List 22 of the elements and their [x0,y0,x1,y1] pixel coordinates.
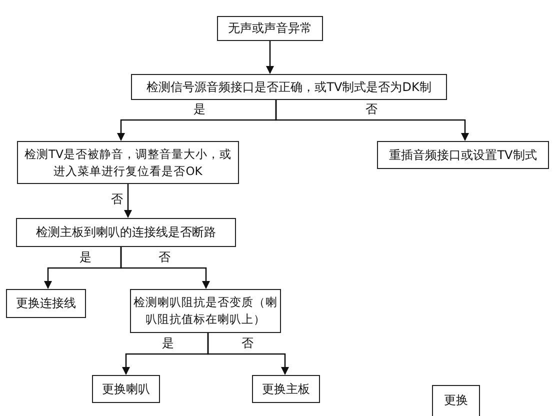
edge-label: 否 [110,192,124,206]
process-box: 更换喇叭 [92,375,160,403]
process-box: 更换连接线 [6,289,86,318]
edge-label: 否 [158,250,172,264]
process-box: 无声或声音异常 [217,16,323,41]
edge-label: 是 [161,336,175,350]
edge-label: 否 [240,336,254,350]
arrow [124,184,132,218]
process-box: 检测喇叭阻抗是否变质（喇叭阻抗值标在喇叭上） [130,289,281,333]
arrow [266,41,274,74]
edge-label: 是 [192,102,206,116]
process-box: 检测主板到喇叭的连接线是否断路 [16,218,236,247]
edge-label: 是 [78,250,92,264]
process-box: 检测信号源音频接口是否正确，或TV制式是否为DK制 [131,74,447,100]
arrow [275,100,469,141]
process-box: 检测TV是否被静音，调整音量大小，或进入菜单进行复位看是否OK [17,141,239,184]
process-box: 重插音频接口或设置TV制式 [377,141,549,169]
process-box: 更换主板 [252,375,320,403]
process-box: 更换 [432,385,480,416]
arrow [207,333,289,375]
arrow [120,247,210,289]
edge-label: 否 [364,102,378,116]
